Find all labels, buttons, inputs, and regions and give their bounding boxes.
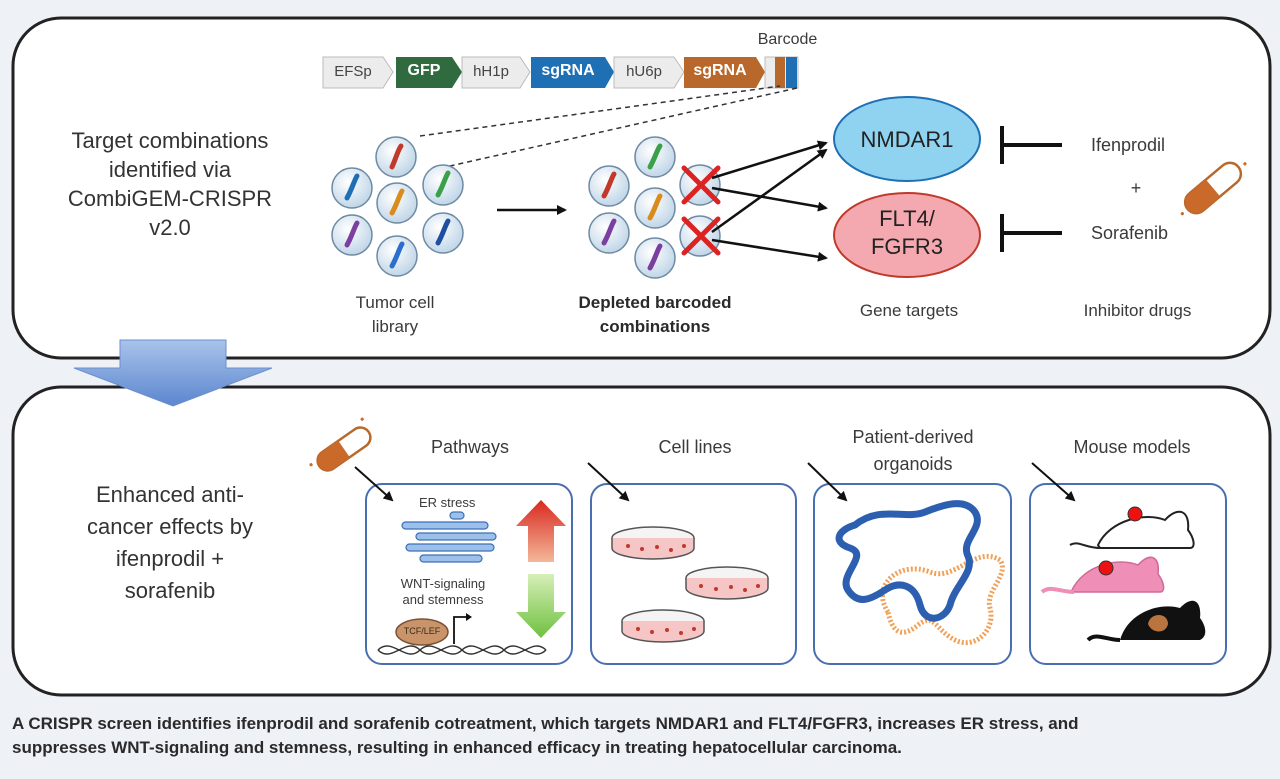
inhibitor-drugs-label: Inhibitor drugs [1083, 301, 1192, 320]
barcode-label: Barcode [757, 31, 818, 48]
depletion-x-icon [681, 216, 721, 256]
decrease-arrow-icon [516, 574, 566, 638]
construct-segment [684, 57, 765, 88]
drug-sorafenib: Sorafenib [1091, 223, 1169, 243]
mouse-models-heading: Mouse models [1073, 437, 1191, 457]
tcf-lef-label: TCF/LEF [403, 626, 441, 636]
nmdar1-label: NMDAR1 [860, 127, 954, 152]
organoids-heading: Patient-derived organoids [852, 427, 974, 474]
nmdar1-target [833, 96, 981, 182]
pink-mouse-icon [1040, 556, 1165, 594]
pathways-heading: Pathways [430, 437, 510, 457]
transition-arrow [73, 339, 273, 407]
tcf-lef-protein [395, 618, 449, 646]
cell-lines-heading: Cell lines [658, 437, 732, 457]
flt4-fgfr3-target [833, 192, 981, 278]
promoter-flag-icon [453, 616, 466, 644]
top-panel [11, 16, 1272, 360]
construct-label-efsp: EFSp [334, 63, 372, 80]
barcode-orange [775, 57, 785, 88]
construct-label-sgrna-1: sgRNA [541, 62, 595, 79]
barcode-blue [786, 57, 797, 88]
top-panel-title: Target combinations identified via Combi… [67, 128, 273, 240]
depleted-combinations [588, 136, 721, 279]
construct-label-hh1p: hH1p [473, 63, 509, 80]
construct-segment [531, 57, 614, 88]
figure-caption: A CRISPR screen identifies ifenprodil an… [12, 714, 1079, 757]
depletion-x-icon [681, 165, 721, 205]
petri-dish-icon [621, 609, 705, 643]
tumor-cell-library [331, 136, 464, 277]
flt4-fgfr3-label: FLT4/ FGFR3 [870, 206, 944, 259]
construct-segment [322, 56, 394, 89]
er-stress-label: ER stress [419, 495, 476, 510]
white-mouse-icon [1069, 506, 1195, 549]
gene-targets-label: Gene targets [859, 301, 959, 320]
organoids-box [813, 483, 1012, 665]
er-stress-icon [401, 511, 497, 563]
construct-label-sgrna-2: sgRNA [693, 62, 747, 79]
organoid-orange-icon [880, 553, 1005, 646]
bottom-panel-title: Enhanced anti- cancer effects by ifenpro… [87, 482, 253, 603]
organoid-blue-icon [835, 500, 981, 622]
construct-label-hu6p: hU6p [626, 63, 662, 80]
construct-diagram [322, 56, 799, 89]
construct-segment [396, 57, 462, 88]
construct-segment [461, 56, 531, 89]
drug-plus: + [1130, 178, 1142, 198]
black-mouse-icon [1086, 600, 1206, 642]
construct-label-gfp: GFP [407, 62, 441, 79]
wnt-label: WNT-signaling and stemness [400, 576, 486, 607]
dna-icon [377, 645, 547, 655]
pill-icon [309, 417, 372, 472]
depleted-label: Depleted barcoded combinations [578, 293, 732, 336]
petri-dish-icon [611, 526, 695, 560]
increase-arrow-icon [516, 500, 566, 562]
tumor-library-label: Tumor cell library [355, 293, 435, 336]
drug-ifenprodil: Ifenprodil [1091, 135, 1166, 155]
petri-dish-icon [685, 566, 769, 600]
construct-segment [613, 56, 685, 89]
pill-icon [1180, 161, 1247, 216]
